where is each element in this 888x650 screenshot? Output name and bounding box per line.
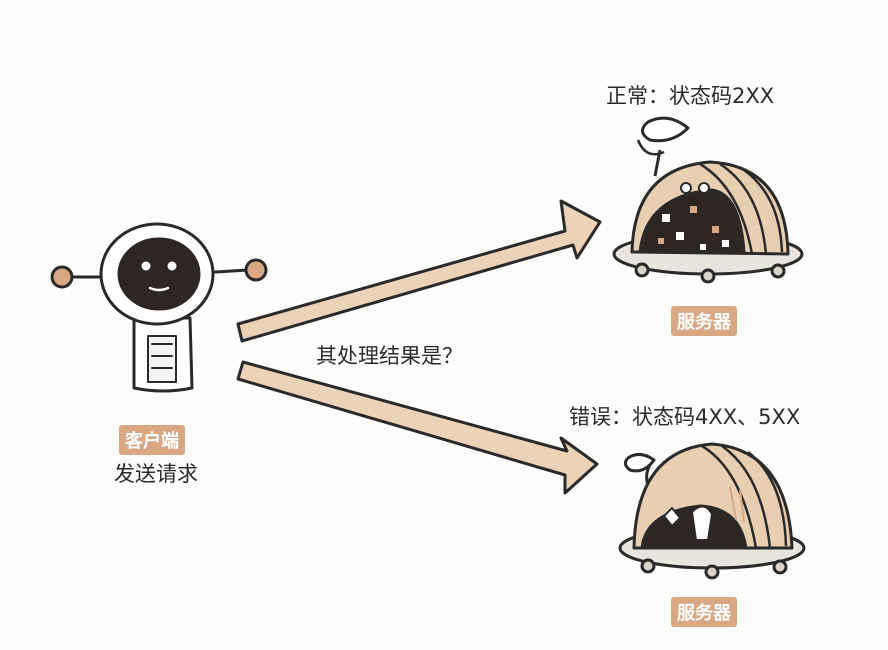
robot-face — [117, 237, 201, 311]
error-server-tag: 服务器 — [671, 597, 737, 627]
ok-status-label: 正常：状态码2XX — [606, 84, 775, 108]
wilted-flag-icon — [623, 453, 656, 473]
robot-right-hand — [244, 258, 268, 282]
robot-right-eye — [167, 261, 177, 271]
robot-left-eye — [141, 261, 151, 271]
error-status-label: 错误：状态码4XX、5XX — [569, 405, 801, 429]
client-robot — [50, 222, 268, 393]
arrow-to-ok-server — [236, 199, 602, 343]
robot-mouth — [148, 286, 170, 292]
ok-server — [612, 116, 804, 284]
client-caption: 发送请求 — [114, 462, 198, 486]
ok-server-tag: 服务器 — [671, 306, 737, 336]
server-opening — [638, 188, 746, 254]
question-label: 其处理结果是？ — [316, 344, 463, 368]
happy-flag-icon — [641, 116, 690, 143]
robot-left-hand — [50, 265, 74, 289]
client-tag: 客户端 — [119, 425, 185, 455]
robot-chest-panel — [147, 335, 177, 383]
error-server — [618, 442, 806, 580]
arrow-to-error-server — [236, 360, 599, 495]
